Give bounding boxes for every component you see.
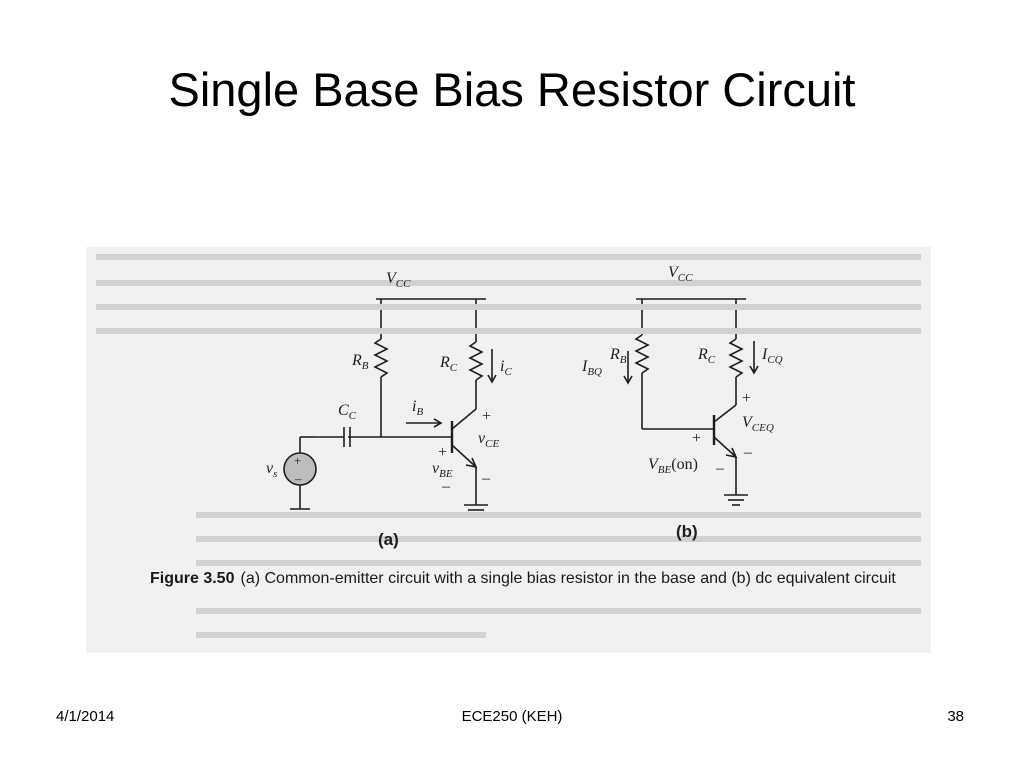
label-rb-a: RB: [351, 352, 369, 372]
figure-scan: VCC RB RC iC CC iB + vCE – + vBE – vs + …: [86, 247, 931, 653]
source-plus: +: [294, 453, 301, 468]
label-vcc-a: VCC: [386, 270, 411, 290]
label-cc-a: CC: [338, 402, 357, 422]
label-rc-b: RC: [697, 346, 716, 366]
plus-vceq-b: +: [742, 390, 751, 407]
source-minus: –: [294, 471, 302, 486]
label-ic-a: iC: [500, 358, 512, 378]
minus-vce-a: –: [481, 470, 491, 487]
voltage-source-icon: [283, 452, 317, 486]
label-vbe-a: vBE: [432, 460, 453, 480]
resistor-rc-b: [728, 338, 744, 378]
label-ib-a: iB: [412, 398, 423, 418]
label-rc-a: RC: [439, 354, 458, 374]
label-icq-b: ICQ: [761, 346, 783, 366]
label-rb-b: RB: [609, 346, 627, 366]
label-ibq-b: IBQ: [581, 358, 602, 378]
label-vce-a: vCE: [478, 430, 499, 450]
plus-vbe-a: +: [438, 444, 447, 461]
minus-vceq-b: –: [743, 444, 753, 461]
plus-vbe-b: +: [692, 430, 701, 447]
label-circuit-b: (b): [676, 522, 698, 541]
footer-date: 4/1/2014: [56, 708, 115, 725]
minus-vbe-a: –: [441, 478, 451, 495]
figure-caption-text: (a) Common-emitter circuit with a single…: [240, 570, 896, 587]
footer-course: ECE250 (KEH): [461, 708, 563, 725]
slide-title: Single Base Bias Resistor Circuit: [168, 63, 856, 116]
resistor-rb-a: [373, 338, 389, 378]
minus-vbe-b: –: [715, 460, 725, 477]
plus-vce-a: +: [482, 408, 491, 425]
label-circuit-a: (a): [378, 530, 399, 549]
resistor-rc-a: [468, 341, 484, 381]
figure-number: Figure 3.50: [150, 570, 235, 587]
label-vs-a: vs: [266, 460, 277, 480]
footer-page-number: 38: [947, 708, 964, 725]
label-vcc-b: VCC: [668, 264, 693, 284]
resistor-rb-b: [634, 334, 650, 374]
label-vceq-b: VCEQ: [742, 414, 774, 434]
circuit-diagram: VCC RB RC iC CC iB + vCE – + vBE – vs + …: [96, 254, 921, 638]
figure-caption: Figure 3.50 (a) Common-emitter circuit wi…: [150, 569, 910, 589]
label-vbe-b: VBE(on): [648, 456, 698, 476]
